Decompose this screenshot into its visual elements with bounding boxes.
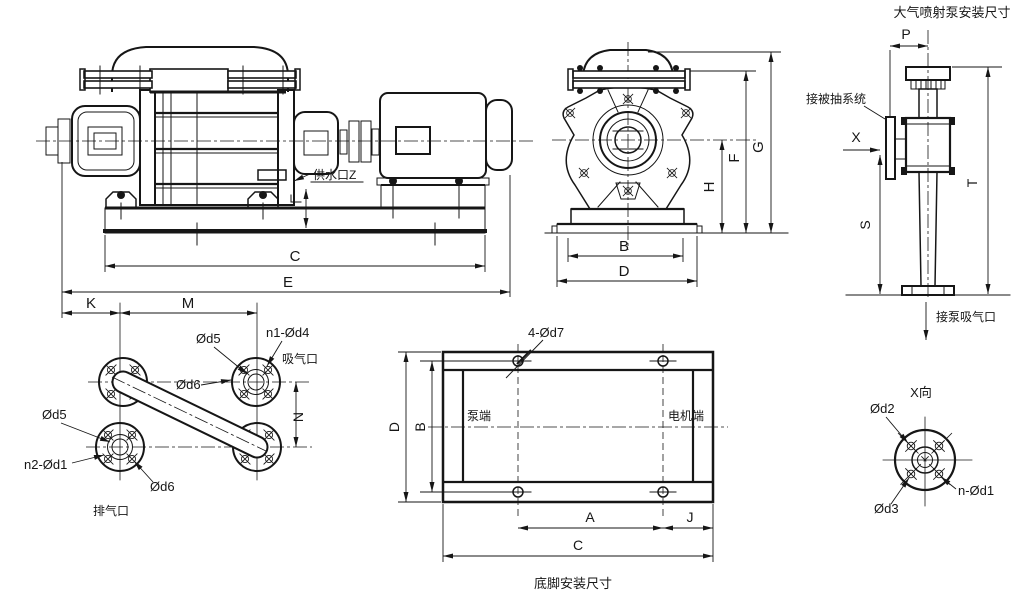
suction-manifold [79,46,301,95]
to-system-label: 接被抽系统 [806,91,866,106]
to-pump-suction-label: 接泵吸气口 [936,309,996,324]
base-dim-b-label: B [412,422,428,431]
view-x-label: X [851,129,861,145]
d3-label: Ød3 [874,501,899,516]
dim-n-label: N [290,412,306,422]
jet-pump-body [845,66,1011,296]
front-base [551,207,703,234]
x-direction-view: X向 Ød2 Ød3 n-Ød1 [870,385,994,516]
dim-h-label: H [701,182,718,193]
base-view-caption: 底脚安装尺寸 [534,576,612,591]
suction-d5-label: Ød5 [196,331,221,346]
exhaust-port-label: 排气口 [93,503,129,518]
side-view: 供水口Z C E K M [36,46,534,318]
base-view-annotations: 4-Ød7 泵端 电机端 D B A J C 底脚安装尺寸 [386,325,714,591]
dim-c-label: C [290,248,301,265]
x-view-annotations: Ød2 Ød3 n-Ød1 [870,401,994,516]
pump-casing [139,89,339,206]
dim-k-label: K [86,295,96,312]
dim-s-label: S [857,220,873,229]
suction-d6-label: Ød6 [176,377,201,392]
exhaust-bolts-label: n2-Ød1 [24,457,67,472]
port-flanges-view: N Ød5 n1-Ød4 吸气口 Ød6 Ød5 n2-Ød1 Ød6 排气口 [24,302,318,518]
base-dim-d-label: D [386,422,402,432]
dim-d-label: D [619,263,630,280]
base-frame [428,344,728,516]
base-mounting-view: 4-Ød7 泵端 电机端 D B A J C 底脚安装尺寸 [386,325,728,591]
dim-j-label: J [687,509,694,525]
front-top-flange [567,49,691,94]
jet-view-title: 大气喷射泵安装尺寸 [893,5,1010,20]
x-view-title: X向 [910,385,932,400]
dim-a-label: A [585,509,595,525]
exhaust-flange [95,422,145,472]
base-plate [103,206,487,246]
front-view-dimensions: H F G B D [556,51,781,287]
holes-label: 4-Ød7 [528,325,564,340]
dim-p-label: P [901,26,910,42]
motor-end-label: 电机端 [668,409,704,423]
jet-pump-view: 大气喷射泵安装尺寸 P 接被抽系统 [806,5,1011,340]
dim-m-label: M [182,295,195,312]
suction-port-label: 吸气口 [282,351,318,366]
coupling [339,120,380,163]
water-supply-port: 供水口Z [257,168,364,228]
front-view: H F G B D [544,42,789,287]
pump-end-label: 泵端 [467,409,491,423]
side-view-dimensions: C E K M [61,162,511,318]
port-view-annotations: N Ød5 n1-Ød4 吸气口 Ød6 Ød5 n2-Ød1 Ød6 排气口 [24,325,318,518]
suction-flange [231,357,281,407]
d2-label: Ød2 [870,401,895,416]
dim-f-label: F [726,153,743,162]
dim-g-label: G [750,141,767,153]
suction-bolts-label: n1-Ød4 [266,325,309,340]
dim-e-label: E [283,274,293,291]
base-dim-c-label: C [573,537,583,553]
dim-b-label: B [619,238,629,255]
jet-view-annotations: P 接被抽系统 X S T 接泵吸气口 [806,26,1002,340]
motor [376,92,513,219]
water-port-label: 供水口Z [313,168,356,182]
exhaust-d5-label: Ød5 [42,407,67,422]
exhaust-d6-label: Ød6 [150,479,175,494]
exhaust-pipe-flanges [98,357,282,472]
n-d1-label: n-Ød1 [958,483,994,498]
dim-t-label: T [964,178,980,187]
